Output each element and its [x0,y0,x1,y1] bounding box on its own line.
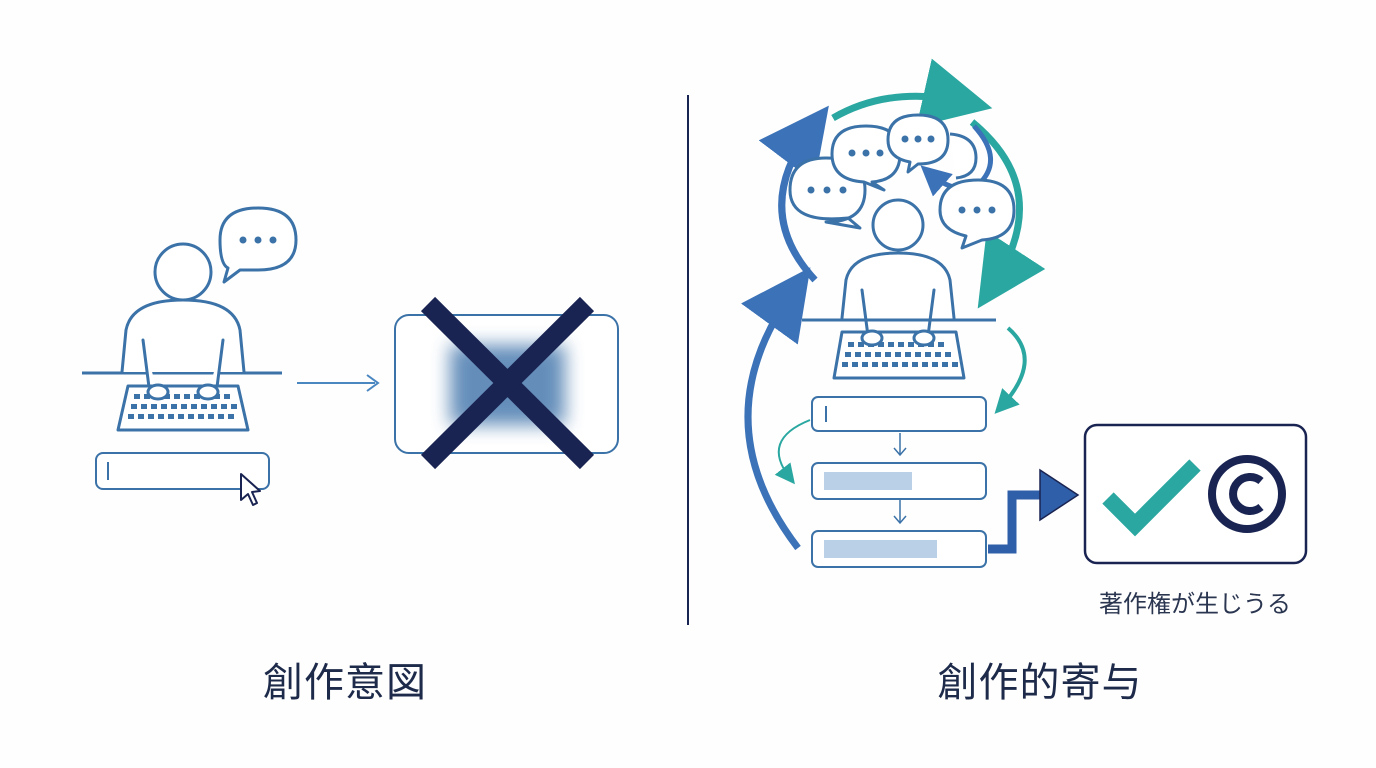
hands [146,383,220,401]
cycle-arrow-left [758,105,829,283]
result-arrow [988,490,1045,554]
feedback-arrow [741,267,811,551]
step-box-2-fill [824,472,912,490]
refine-arrow [774,419,811,485]
result-box [1083,423,1308,565]
cursor-arrow-icon [240,473,261,506]
cycle-arrow-right [969,119,1046,309]
speech-bubble-icon [218,206,298,284]
checkmark-icon [1102,459,1201,537]
speech-bubble-icon [949,132,978,180]
left-caption: 創作意図 [263,660,427,706]
person-icon [840,198,956,338]
cycle-arrow-top [831,58,993,127]
prompt-input-box [95,452,270,490]
step-box-3-fill [824,540,937,558]
right-panel [741,58,1308,568]
left-panel [82,206,619,506]
copyright-icon [1208,455,1286,533]
right-caption: 創作的寄与 [937,660,1143,706]
copyright-caption: 著作権が生じうる [1099,590,1291,618]
cross-icon [420,296,595,470]
speech-bubble-icon [886,113,950,174]
step-arrow-in [994,326,1027,414]
keyboard-icon [116,384,250,432]
step-box-1 [811,396,987,432]
speech-bubble-icon [938,178,1016,250]
keyboard-icon [832,329,966,380]
